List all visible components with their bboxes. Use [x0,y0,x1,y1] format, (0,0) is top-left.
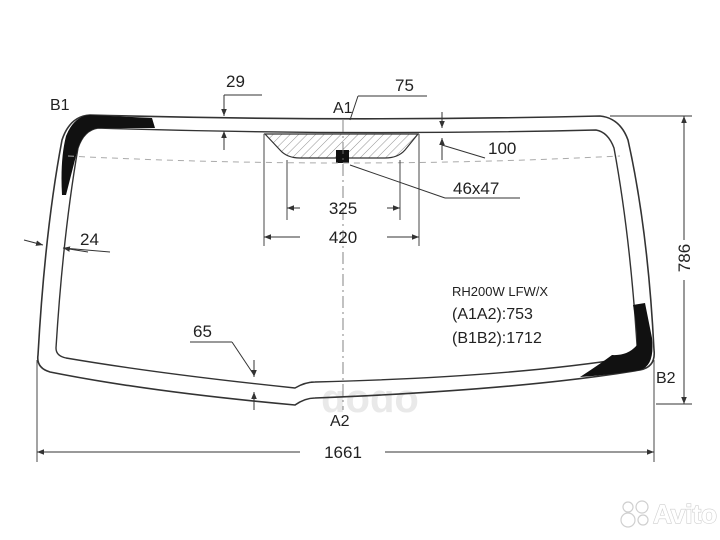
label-a1: A1 [333,100,353,117]
ceramic-top-left [61,115,155,195]
label-b1: B1 [50,97,70,114]
watermark-center: ɑоɑо [321,377,419,421]
dim-100-label: 100 [488,139,516,158]
avito-watermark: Avito [620,498,718,530]
dim-65-label: 65 [193,322,212,341]
label-a2: A2 [330,413,350,430]
dim-46x47-label: 46x47 [453,179,499,198]
dim-420-label: 420 [329,228,357,247]
dim-24: 24 [23,230,111,253]
dim-786: 786 [610,115,694,405]
dim-75-label: 75 [395,76,414,95]
dim-325-label: 325 [329,199,357,218]
dim-29: 29 [221,72,262,150]
glass-info: RH200W LFW/X (A1A2):753 (B1B2):1712 [452,284,548,347]
dim-65: 65 [190,322,257,410]
dim-1661-label: 1661 [324,443,362,462]
glass-inner-edge [55,127,638,389]
dim-75: 75 [349,76,427,121]
avito-brand-text: Avito [653,499,717,529]
dim-29-label: 29 [226,72,245,91]
info-a1a2: (A1A2):753 [452,306,533,323]
ceramic-bottom-right [580,303,653,377]
watermark-text: ɑоɑо [321,377,419,421]
dim-100: 100 [439,112,516,160]
sensor-zone [263,133,420,159]
info-model: RH200W LFW/X [452,284,548,299]
sensor-block [336,150,349,163]
dim-325: 325 [286,160,401,220]
dim-420: 420 [263,134,420,247]
visible-area-line [67,155,621,164]
info-b1b2: (B1B2):1712 [452,330,542,347]
dim-46x47: 46x47 [349,164,520,199]
glass-outer-edge [36,114,656,406]
dim-786-label: 786 [675,244,694,272]
dim-1661: 1661 [36,360,655,462]
avito-logo-icon [620,500,649,528]
dim-24-label: 24 [80,230,99,249]
label-b2: B2 [656,370,676,387]
